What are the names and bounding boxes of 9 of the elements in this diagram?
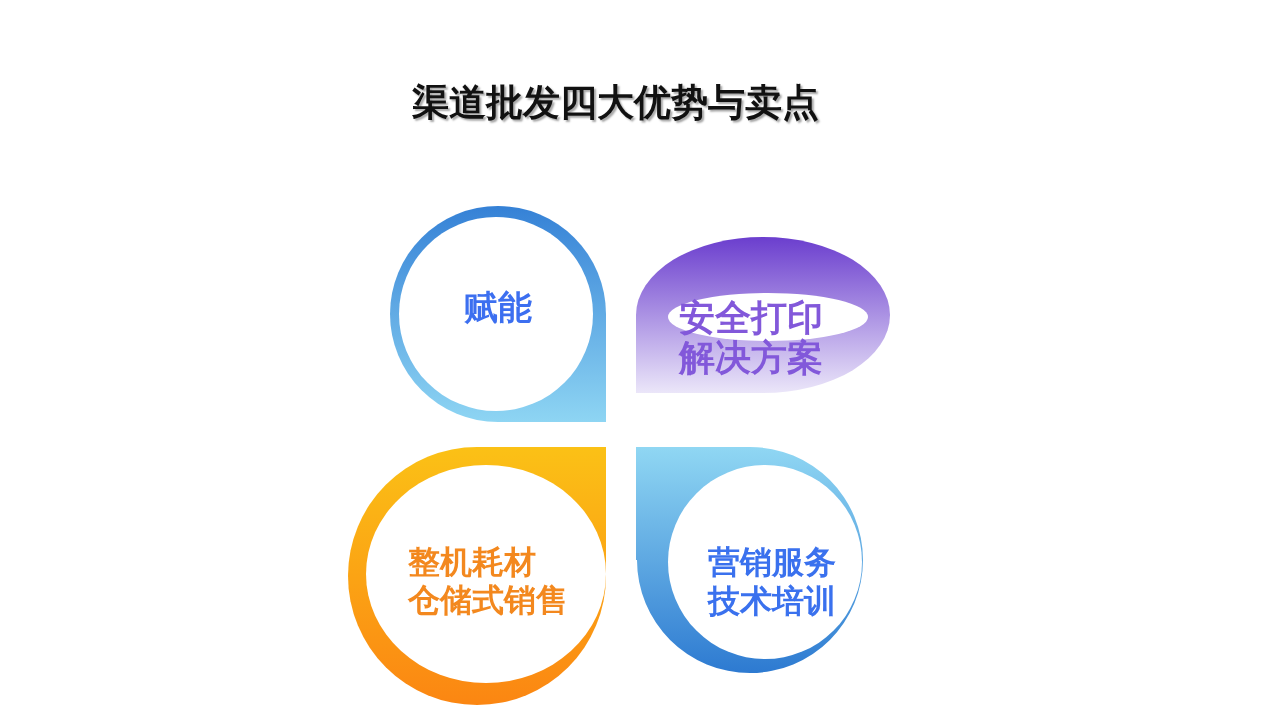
node-label: 营销服务技术培训 bbox=[708, 543, 837, 621]
title: 渠道批发四大优势与卖点 bbox=[410, 80, 820, 126]
node-label: 赋能 bbox=[463, 287, 533, 327]
ellipse-bubble bbox=[636, 237, 891, 394]
ring-teardrop bbox=[390, 206, 606, 422]
ring-teardrop bbox=[636, 447, 864, 674]
node-label: 安全打印解决方案 bbox=[679, 298, 824, 378]
ring-teardrop bbox=[348, 447, 606, 705]
node-label: 整机耗材仓储式销售 bbox=[408, 543, 569, 619]
